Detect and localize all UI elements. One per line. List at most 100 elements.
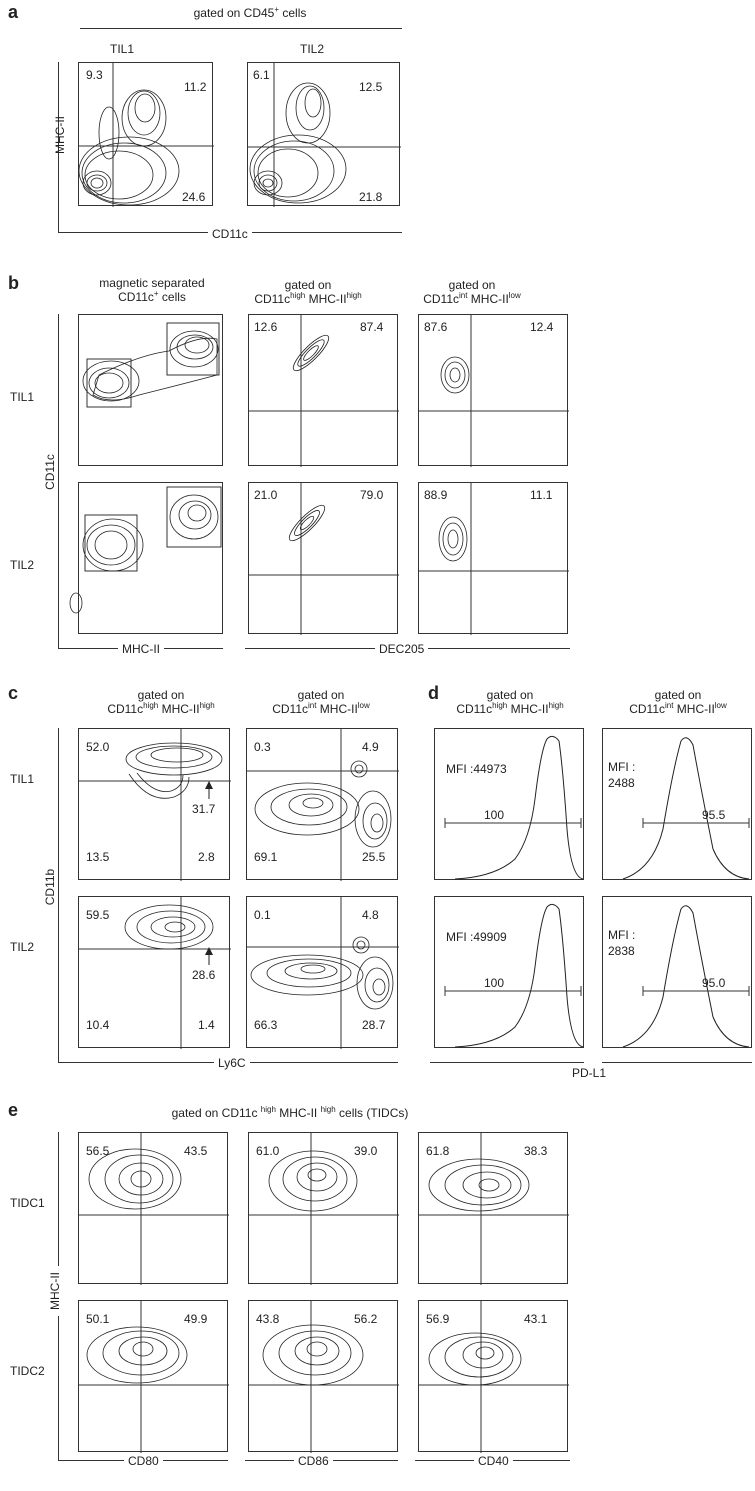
mfi-value: 2488 bbox=[608, 776, 635, 790]
quadrant-value: 88.9 bbox=[424, 488, 448, 502]
quadrant-value: 25.5 bbox=[362, 850, 386, 864]
panel-e-plot-tidc1-cd40 bbox=[418, 1132, 569, 1285]
quadrant-value: 43.1 bbox=[524, 1312, 548, 1326]
panel-c-plot-til1-high bbox=[78, 728, 231, 881]
panel-c-row-til2: TIL2 bbox=[10, 940, 35, 954]
panel-b-label: b bbox=[8, 273, 19, 293]
mfi-value: MFI :49909 bbox=[446, 930, 507, 944]
mfi-value: MFI : bbox=[608, 760, 636, 774]
quadrant-value: 50.1 bbox=[86, 1312, 110, 1326]
panel-a-x-axis-label: CD11c bbox=[208, 227, 252, 241]
quadrant-value: 12.4 bbox=[530, 320, 554, 334]
panel-d-hist-til1-high bbox=[434, 728, 584, 880]
panel-a-header: gated on CD45+ cells bbox=[193, 5, 307, 21]
panel-a-col-til2: TIL2 bbox=[300, 42, 325, 56]
quadrant-value: 21.0 bbox=[254, 488, 278, 502]
quadrant-value: 66.3 bbox=[254, 1018, 278, 1032]
quadrant-value: 43.8 bbox=[256, 1312, 280, 1326]
contour-plot bbox=[249, 1301, 399, 1453]
contour-plot bbox=[419, 1301, 569, 1453]
contour-plot bbox=[79, 1133, 229, 1285]
quadrant-value: 31.7 bbox=[192, 802, 216, 816]
quadrant-value: 0.1 bbox=[254, 908, 271, 922]
panel-e-x-axis-label-cd86: CD86 bbox=[294, 1454, 333, 1468]
quadrant-value: 39.0 bbox=[354, 1144, 378, 1158]
contour-plot bbox=[249, 483, 399, 635]
panel-e-plot-tidc1-cd80 bbox=[78, 1132, 229, 1285]
contour-plot bbox=[79, 897, 231, 1049]
panel-d-x-axis-line-2 bbox=[602, 1062, 752, 1063]
panel-e-plot-tidc1-cd86 bbox=[248, 1132, 399, 1285]
panel-b-x-axis-label-2: DEC205 bbox=[375, 642, 429, 656]
quadrant-value: 56.2 bbox=[354, 1312, 378, 1326]
quadrant-value: 38.3 bbox=[524, 1144, 548, 1158]
quadrant-value: 56.9 bbox=[426, 1312, 450, 1326]
gate-percent: 95.0 bbox=[702, 976, 726, 990]
panel-e-row-tidc2: TIDC2 bbox=[10, 1364, 45, 1378]
quadrant-value: 21.8 bbox=[359, 190, 383, 204]
mfi-value: MFI :44973 bbox=[446, 762, 507, 776]
gate-percent: 100 bbox=[484, 808, 505, 822]
panel-a-plot-til1 bbox=[78, 62, 214, 207]
panel-e-label: e bbox=[8, 1100, 19, 1120]
quadrant-value: 87.6 bbox=[424, 320, 448, 334]
panel-b-plot-til2-int bbox=[418, 482, 569, 635]
contour-plot bbox=[82, 322, 220, 408]
panel-d-x-axis-label: PD-L1 bbox=[572, 1066, 607, 1080]
quadrant-value: 10.4 bbox=[86, 1018, 110, 1032]
panel-a-plot-til2 bbox=[247, 62, 401, 207]
quadrant-value: 28.7 bbox=[362, 1018, 386, 1032]
panel-d-hist-til2-high bbox=[434, 896, 584, 1048]
contour-plot bbox=[78, 63, 214, 207]
quadrant-value: 11.2 bbox=[184, 80, 207, 94]
histogram bbox=[444, 903, 584, 1048]
quadrant-value: 6.1 bbox=[253, 68, 270, 82]
contour-plot bbox=[247, 897, 399, 1049]
panel-e-x-axis-label-cd80: CD80 bbox=[124, 1454, 163, 1468]
quadrant-value: 79.0 bbox=[360, 488, 384, 502]
panel-e-plot-tidc2-cd86 bbox=[248, 1300, 399, 1453]
quadrant-value: 61.8 bbox=[426, 1144, 450, 1158]
quadrant-value: 49.9 bbox=[184, 1312, 208, 1326]
panel-d-hist-til1-int bbox=[602, 728, 752, 880]
mfi-value: 2838 bbox=[608, 944, 635, 958]
panel-b-plot-til2-sep bbox=[69, 482, 223, 634]
contour-plot bbox=[419, 1133, 569, 1285]
quadrant-value: 12.5 bbox=[359, 80, 383, 94]
quadrant-value: 24.6 bbox=[182, 190, 206, 204]
panel-c-y-axis-label: CD11b bbox=[43, 867, 57, 907]
contour-plot bbox=[249, 1133, 399, 1285]
quadrant-value: 61.0 bbox=[256, 1144, 280, 1158]
quadrant-value: 13.5 bbox=[86, 850, 110, 864]
contour-plot bbox=[419, 315, 569, 467]
panel-e-y-axis-label: MHC-II bbox=[48, 1266, 62, 1316]
quadrant-value: 12.6 bbox=[254, 320, 278, 334]
mfi-value: MFI : bbox=[608, 928, 636, 942]
quadrant-value: 2.8 bbox=[198, 850, 215, 864]
panel-c-row-til1: TIL1 bbox=[10, 772, 35, 786]
histogram bbox=[444, 735, 584, 880]
contour-plot bbox=[247, 729, 399, 881]
panel-a-col-til1: TIL1 bbox=[110, 42, 135, 56]
gate-percent: 95.5 bbox=[702, 808, 726, 822]
quadrant-value: 43.5 bbox=[184, 1144, 208, 1158]
quadrant-value: 0.3 bbox=[254, 740, 271, 754]
panel-a-y-axis-line bbox=[58, 62, 59, 232]
panel-c-x-axis-label: Ly6C bbox=[214, 1056, 250, 1070]
contour-plot bbox=[79, 729, 231, 881]
panel-b-row-til2: TIL2 bbox=[10, 558, 35, 572]
panel-a-label: a bbox=[8, 2, 19, 22]
quadrant-value: 69.1 bbox=[254, 850, 278, 864]
quadrant-value: 56.5 bbox=[86, 1144, 110, 1158]
panel-b-y-axis-line bbox=[58, 314, 59, 648]
histogram bbox=[622, 905, 750, 1048]
quadrant-value: 28.6 bbox=[192, 968, 216, 982]
panel-c-label: c bbox=[8, 683, 19, 703]
